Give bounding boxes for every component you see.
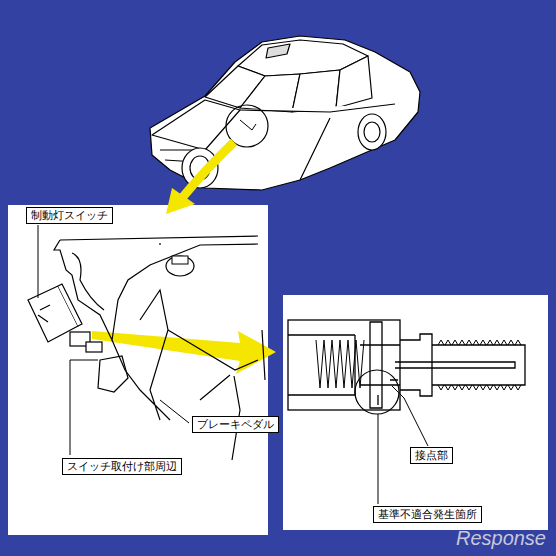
thread-tooth xyxy=(508,340,514,390)
part-label: ブレーキペダル xyxy=(197,418,274,431)
thread-tooth xyxy=(487,340,493,390)
part-label: 基準不適合発生箇所 xyxy=(378,508,477,521)
defect-circle xyxy=(355,370,399,414)
stopper xyxy=(172,256,188,264)
spring xyxy=(316,340,364,388)
thread-tooth xyxy=(515,340,521,390)
thread-tooth xyxy=(494,340,500,390)
car xyxy=(150,36,420,190)
pointer-arrow xyxy=(92,331,276,374)
pointer-arrow xyxy=(182,142,234,198)
arrow-head xyxy=(166,188,195,214)
callout-box: 制動灯スイッチ xyxy=(26,207,113,224)
spring-coil xyxy=(316,340,364,388)
switch-mark xyxy=(240,120,256,130)
part-label: 制動灯スイッチ xyxy=(31,209,108,222)
switch-section xyxy=(288,320,525,410)
thread-tooth xyxy=(466,340,472,390)
stopper xyxy=(166,256,194,276)
section-panel xyxy=(283,295,548,530)
thread-tooth xyxy=(459,340,465,390)
callout-box: ブレーキペダル xyxy=(192,416,279,433)
part-label: 接点部 xyxy=(415,449,448,462)
callout-box: スイッチ取付け部周辺 xyxy=(62,458,182,475)
part-label: スイッチ取付け部周辺 xyxy=(67,460,177,473)
thread-tooth xyxy=(501,340,507,390)
thread-tooth xyxy=(452,340,458,390)
stop-lamp-switch xyxy=(28,284,102,352)
thread-tooth xyxy=(445,340,451,390)
watermark: Response xyxy=(456,527,546,550)
thread-tooth xyxy=(480,340,486,390)
callout-box: 基準不適合発生箇所 xyxy=(373,506,482,523)
callout-box: 接点部 xyxy=(410,447,453,464)
thread-tooth xyxy=(438,340,444,390)
detail-panel xyxy=(8,205,268,535)
thread-tooth xyxy=(473,340,479,390)
screw-thread xyxy=(438,340,521,390)
leader-line xyxy=(38,225,428,504)
